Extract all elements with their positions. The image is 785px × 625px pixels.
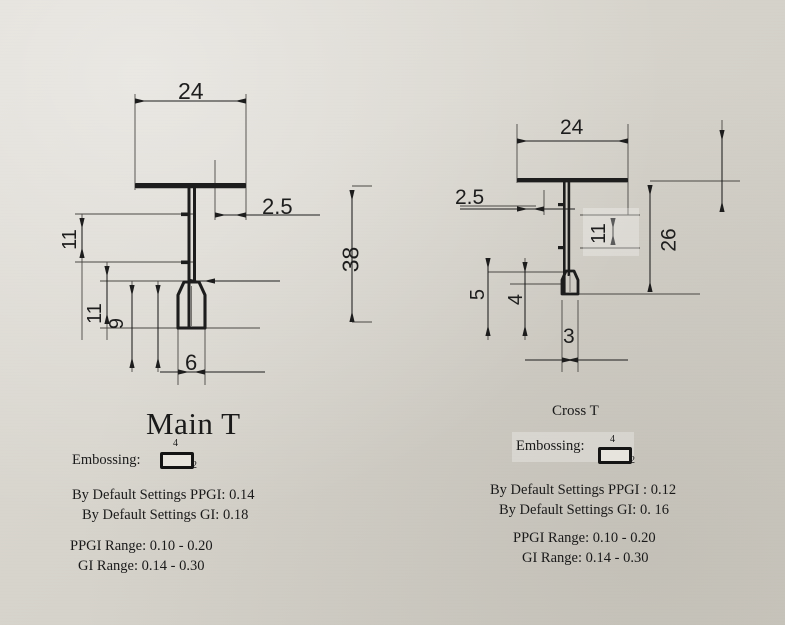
main-t-dim-9: 9 <box>106 317 129 330</box>
cross-t-note-gi: By Default Settings GI: 0. 16 <box>499 502 669 518</box>
cross-t-embossing-top-value: 4 <box>610 434 615 445</box>
main-t-profile <box>135 183 246 328</box>
main-t-range-gi: GI Range: 0.14 - 0.30 <box>78 558 205 574</box>
main-t-extension-lines <box>75 94 372 385</box>
cross-t-bulb <box>560 269 580 296</box>
cross-t-extension-lines <box>460 120 740 372</box>
cross-t-dim-3: 3 <box>563 325 575 348</box>
main-t-bulb <box>176 280 207 330</box>
cross-t-dim-5: 5 <box>467 288 490 301</box>
cross-t-dim-26: 26 <box>657 228 681 252</box>
cross-t-dim-11: 11 <box>587 223 610 244</box>
cross-t-embossing-side-value: 2 <box>630 455 635 466</box>
main-t-embossing-top-value: 4 <box>173 438 178 449</box>
cross-t-dimension-lines <box>460 130 725 363</box>
cross-t-range-ppgi: PPGI Range: 0.10 - 0.20 <box>513 530 656 546</box>
main-t-dim-11-lower: 11 <box>83 303 106 324</box>
main-t-embossing-side-value: 2 <box>192 460 197 471</box>
cross-t-range-gi: GI Range: 0.14 - 0.30 <box>522 550 649 566</box>
cross-t-profile <box>517 178 628 294</box>
cross-t-dim-4: 4 <box>505 293 528 306</box>
cross-t-embossing-icon <box>598 447 632 464</box>
cross-t-note-ppgi: By Default Settings PPGI : 0.12 <box>490 482 677 498</box>
main-t-note-gi: By Default Settings GI: 0.18 <box>82 507 249 523</box>
main-t-dim-24: 24 <box>178 78 204 104</box>
cross-t-embossing-label: Embossing: <box>516 438 585 454</box>
main-t-dimension-lines <box>79 98 355 375</box>
cross-t-dim-24: 24 <box>560 116 584 139</box>
main-t-dim-11-upper: 11 <box>58 229 81 250</box>
main-t-dim-2-5: 2.5 <box>262 194 293 219</box>
main-t-embossing-label: Embossing: <box>72 452 141 468</box>
main-t-range-ppgi: PPGI Range: 0.10 - 0.20 <box>70 538 213 554</box>
main-t-note-ppgi: By Default Settings PPGI: 0.14 <box>72 487 255 503</box>
main-t-dim-6: 6 <box>185 350 198 375</box>
cross-t-dim-2-5: 2.5 <box>455 186 485 209</box>
main-t-dim-38: 38 <box>337 246 364 273</box>
main-t-embossing-icon <box>160 452 194 469</box>
cross-t-title: Cross T <box>552 403 599 419</box>
main-t-title: Main T <box>146 406 241 441</box>
